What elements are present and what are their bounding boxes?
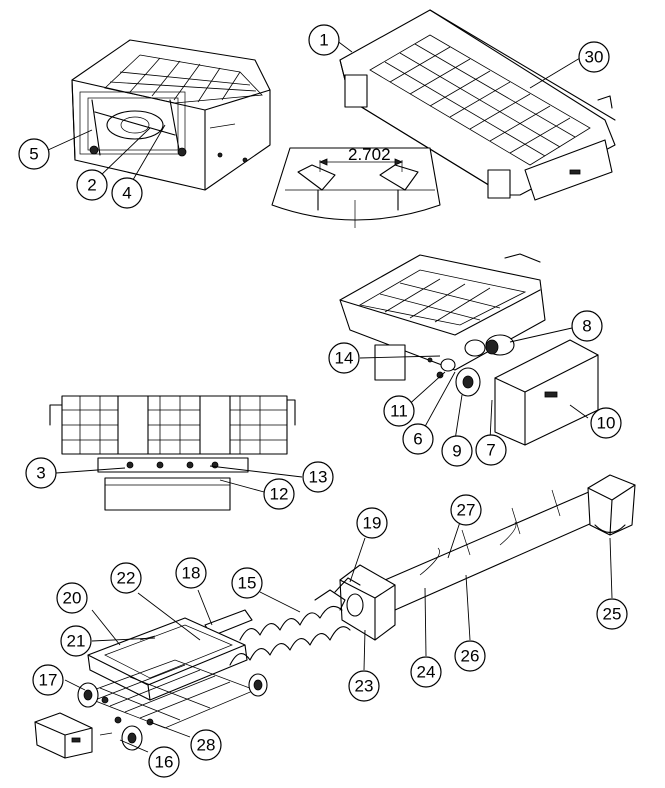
svg-text:2: 2 <box>87 176 96 195</box>
callout-14: 14 <box>328 342 360 374</box>
svg-text:11: 11 <box>390 402 408 421</box>
svg-text:4: 4 <box>122 184 131 203</box>
svg-text:5: 5 <box>29 145 38 164</box>
callout-23: 23 <box>348 670 380 702</box>
callout-10: 10 <box>590 407 622 439</box>
callout-12: 12 <box>263 478 295 510</box>
callout-4: 4 <box>111 177 143 209</box>
callout-1: 1 <box>308 24 340 56</box>
callout-9: 9 <box>441 435 473 467</box>
callout-6: 6 <box>402 423 434 455</box>
callout-8: 8 <box>571 310 603 342</box>
callout-21: 21 <box>60 625 92 657</box>
callout-28: 28 <box>190 729 222 761</box>
svg-text:19: 19 <box>363 514 382 533</box>
svg-text:12: 12 <box>270 485 289 504</box>
callout-25: 25 <box>596 598 628 630</box>
callout-11: 11 <box>383 395 415 427</box>
hopper-assembled-view <box>339 9 616 201</box>
svg-text:23: 23 <box>355 677 374 696</box>
svg-text:8: 8 <box>582 317 591 336</box>
callout-30: 30 <box>578 41 610 73</box>
callout-15: 15 <box>231 567 263 599</box>
svg-text:26: 26 <box>461 647 480 666</box>
svg-text:17: 17 <box>39 671 58 690</box>
svg-text:7: 7 <box>486 441 495 460</box>
callout-5: 5 <box>18 138 50 170</box>
callout-3: 3 <box>25 457 57 489</box>
svg-text:20: 20 <box>63 589 82 608</box>
callout-19: 19 <box>356 507 388 539</box>
svg-text:14: 14 <box>335 349 354 368</box>
callout-17: 17 <box>32 664 64 696</box>
callout-13: 13 <box>302 461 334 493</box>
svg-text:1: 1 <box>319 31 328 50</box>
hopper-front-view <box>71 39 271 191</box>
auger-assembly-view <box>34 474 636 759</box>
svg-text:3: 3 <box>36 464 45 483</box>
callout-18: 18 <box>175 557 207 589</box>
callout-2: 2 <box>76 169 108 201</box>
dimension-value: 2.702 <box>348 145 391 164</box>
hopper-top-view <box>49 395 296 511</box>
svg-text:10: 10 <box>597 414 616 433</box>
svg-text:28: 28 <box>197 736 216 755</box>
callout-20: 20 <box>56 582 88 614</box>
svg-text:27: 27 <box>457 501 476 520</box>
callout-22: 22 <box>110 562 142 594</box>
svg-text:25: 25 <box>603 605 622 624</box>
svg-text:15: 15 <box>238 574 257 593</box>
callout-16: 16 <box>148 746 180 778</box>
svg-text:30: 30 <box>585 48 604 67</box>
svg-text:16: 16 <box>155 753 174 772</box>
svg-text:21: 21 <box>67 632 86 651</box>
hopper-gearbox-view <box>339 253 599 446</box>
callout-24: 24 <box>410 656 442 688</box>
callout-7: 7 <box>475 434 507 466</box>
svg-text:9: 9 <box>452 442 461 461</box>
svg-text:24: 24 <box>417 663 436 682</box>
callout-27: 27 <box>450 494 482 526</box>
dimension-detail: 2.702 <box>271 145 441 228</box>
svg-text:22: 22 <box>117 569 136 588</box>
svg-text:6: 6 <box>413 430 422 449</box>
svg-text:13: 13 <box>309 468 328 487</box>
callout-26: 26 <box>454 640 486 672</box>
svg-text:18: 18 <box>182 564 201 583</box>
